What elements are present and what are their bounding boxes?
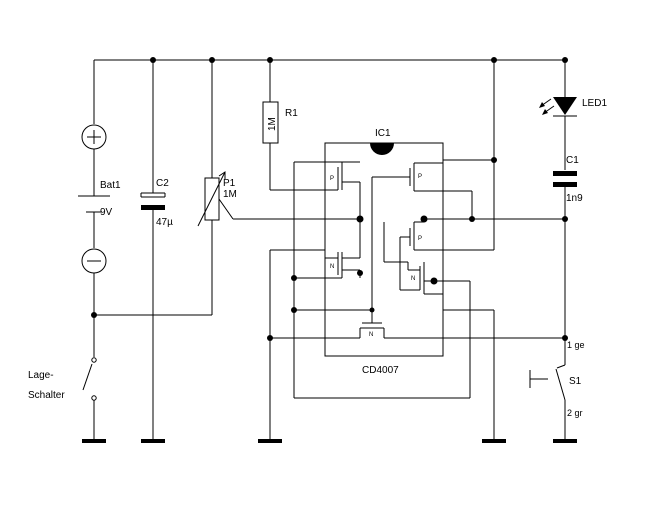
node-dot [491, 57, 497, 63]
node-dot [267, 335, 273, 341]
p1-value-label: 1M [223, 189, 237, 200]
node-dot [291, 307, 297, 313]
node-dot [267, 57, 273, 63]
battery-bat1: Bat1 9V [78, 60, 121, 315]
node-dot [91, 312, 97, 318]
switch-s1: 1 ge S1 2 gr [529, 338, 585, 443]
s1-terminal-1-label: 1 ge [567, 340, 585, 350]
node-dot [356, 215, 364, 223]
node-dot [430, 277, 438, 285]
capacitor-c1: C1 1n9 [553, 155, 583, 338]
ic-ref-label: IC1 [375, 128, 391, 139]
led-ref-label: LED1 [582, 98, 607, 109]
n-marker-left: N [330, 264, 334, 270]
ic-part-label: CD4007 [362, 365, 399, 376]
resistor-r1: 1M R1 [262, 60, 325, 191]
node-dot [357, 270, 363, 276]
n-marker-bottom: N [369, 332, 373, 338]
tilt-switch-label-line1: Lage- [28, 370, 54, 381]
s1-terminal-2-label: 2 gr [567, 408, 583, 418]
node-dot [469, 216, 475, 222]
led1: LED1 [539, 60, 607, 170]
n-marker-right: N [411, 276, 415, 282]
node-dot [209, 57, 215, 63]
p-marker-left: P [330, 176, 334, 182]
p1-ref-label: P1 [223, 178, 236, 189]
capacitor-c2: C2 47µ [140, 60, 173, 443]
s1-ref-label: S1 [569, 376, 582, 387]
c2-ref-label: C2 [156, 178, 169, 189]
ic-cd4007: IC1 CD4007 P N P [294, 128, 494, 376]
tilt-switch-label-line2: Schalter [28, 390, 65, 401]
r1-ref-label: R1 [285, 108, 298, 119]
battery-value-label: 9V [100, 207, 113, 218]
r1-value-in-body: 1M [267, 117, 278, 131]
c2-value-label: 47µ [156, 217, 173, 228]
battery-ref-label: Bat1 [100, 180, 121, 191]
p-marker-right-top: P [418, 174, 422, 180]
c1-value-label: 1n9 [566, 193, 583, 204]
c1-ref-label: C1 [566, 155, 579, 166]
tilt-switch: Lage- Schalter [28, 315, 106, 443]
node-dot [291, 275, 297, 281]
node-dot [150, 57, 156, 63]
potentiometer-p1: P1 1M [197, 60, 237, 315]
p-marker-right-mid: P [418, 236, 422, 242]
node-dot [491, 157, 497, 163]
